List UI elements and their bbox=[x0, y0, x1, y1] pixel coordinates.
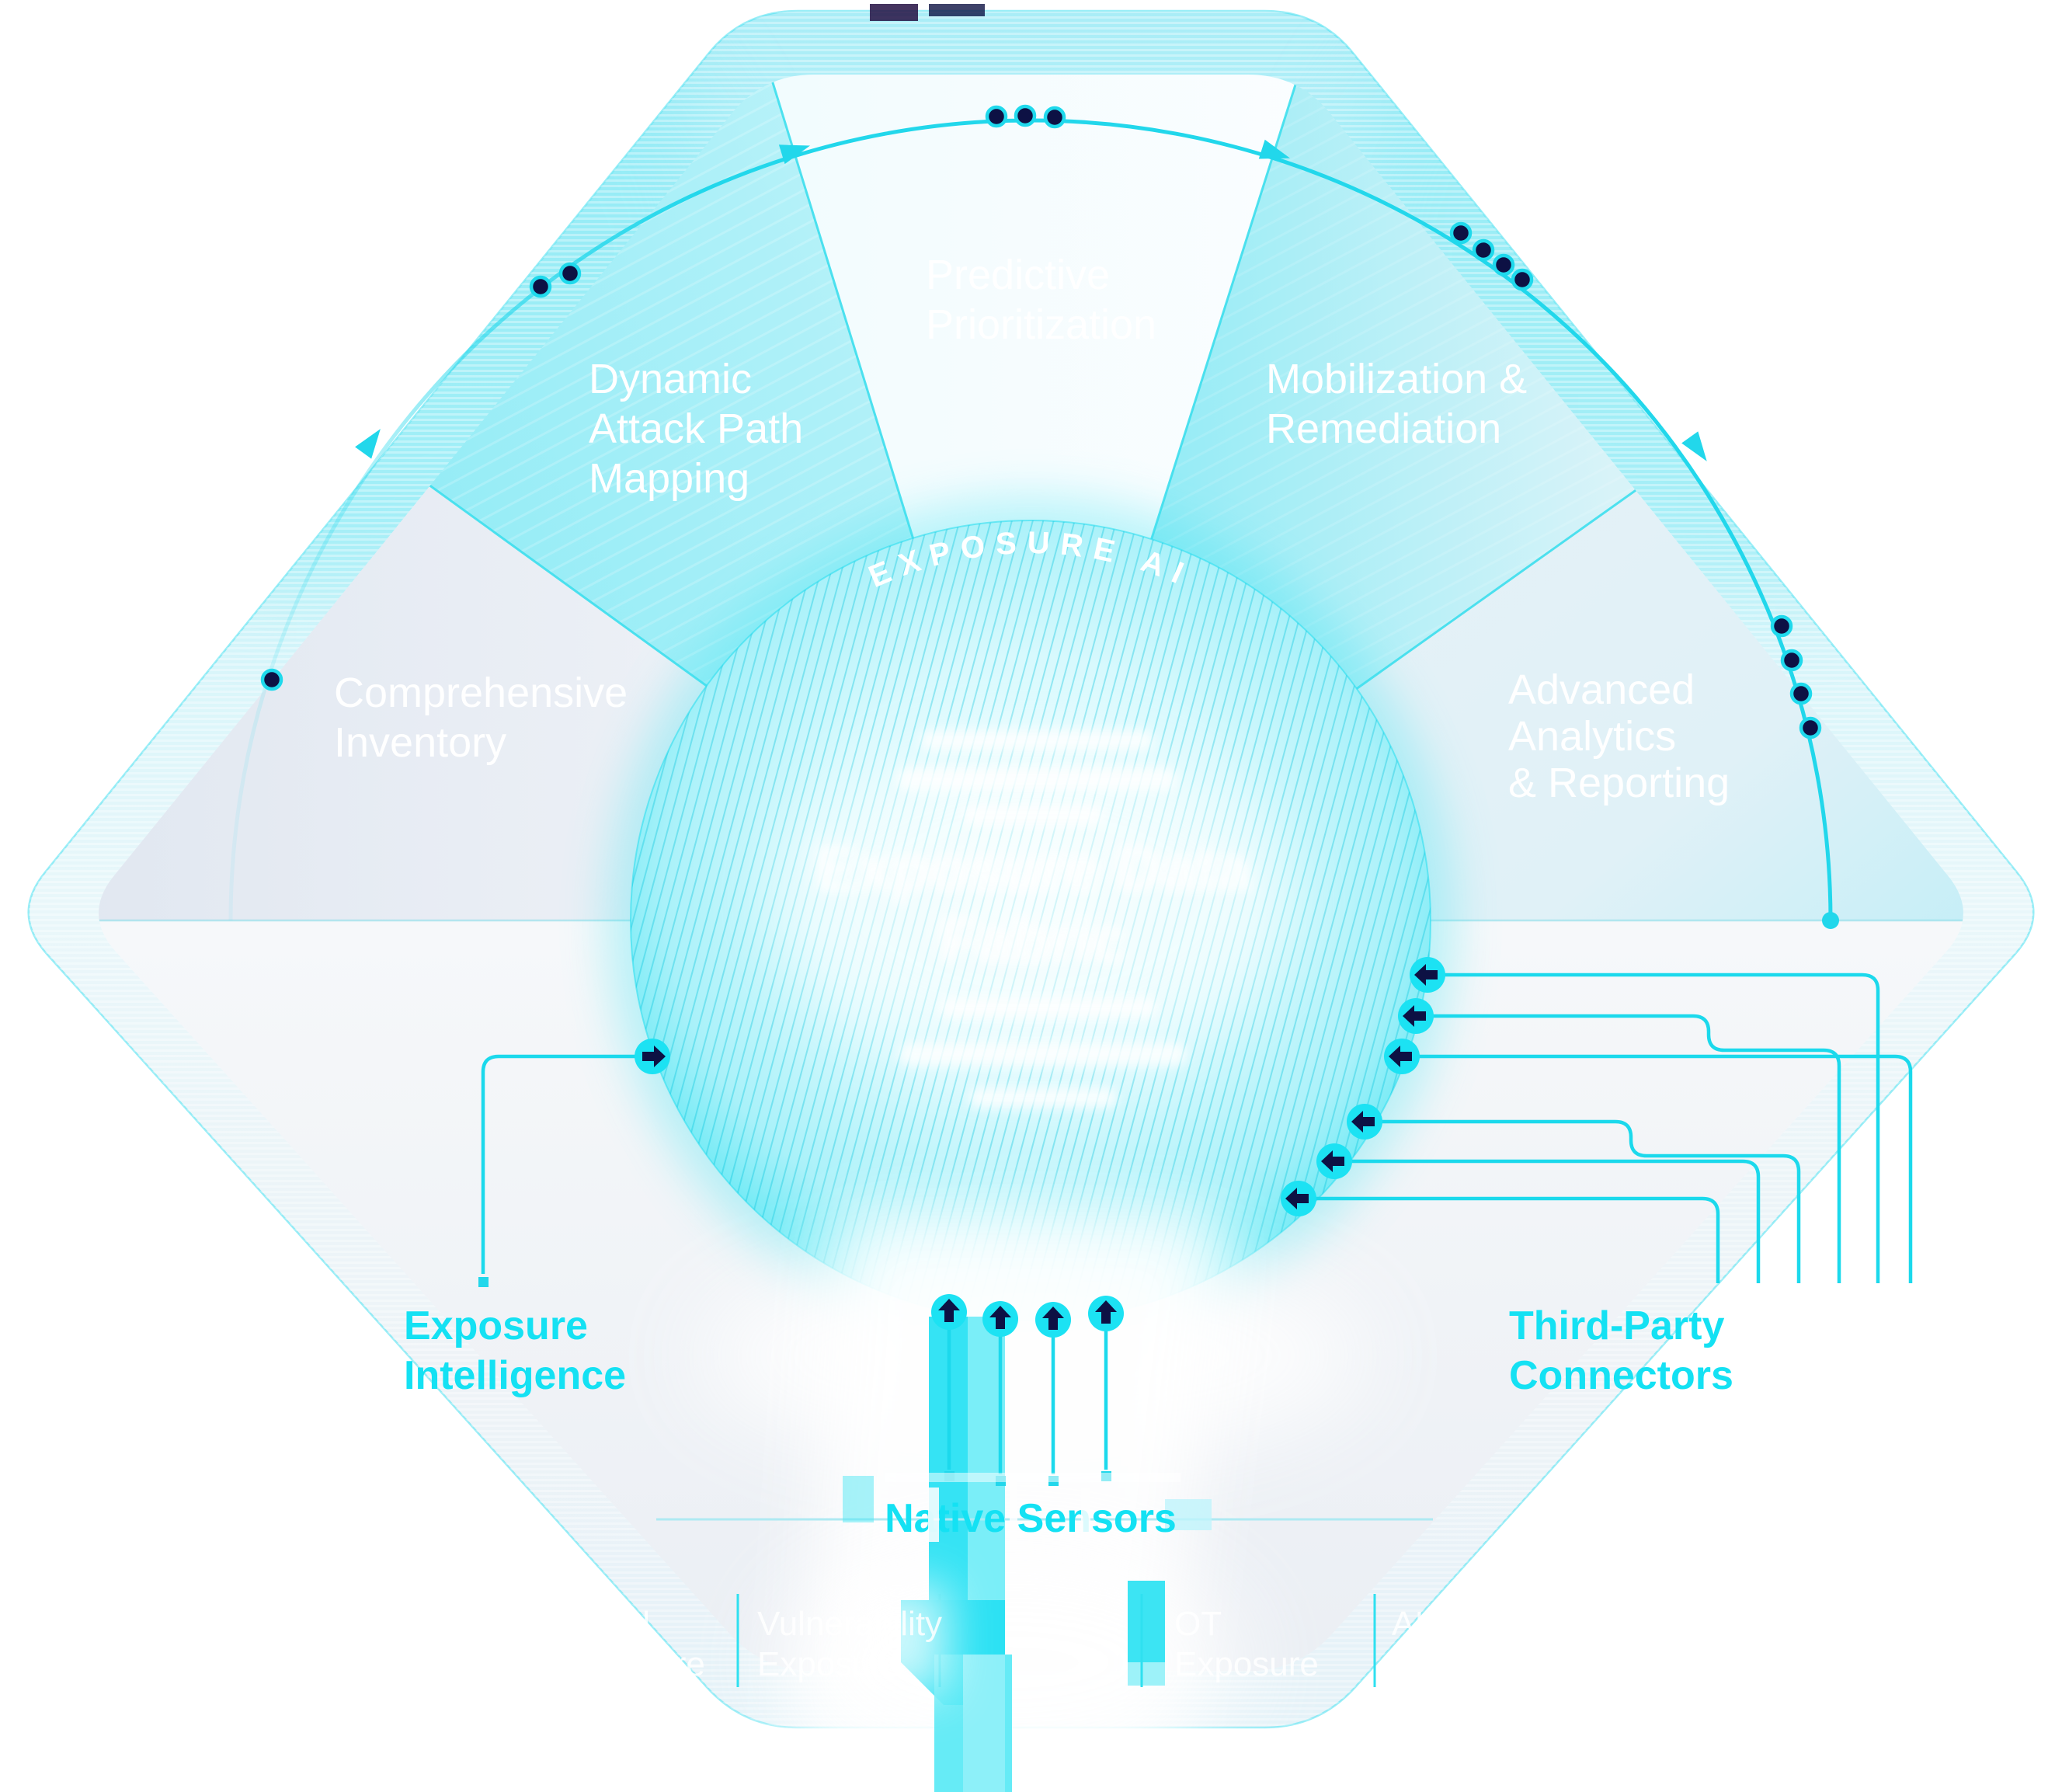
bottom-label-ai-line1: AI bbox=[1392, 1605, 1424, 1643]
arc-dot bbox=[561, 264, 579, 283]
arc-dot bbox=[531, 277, 550, 296]
arc-dot bbox=[1513, 270, 1532, 289]
arc-dot bbox=[1792, 684, 1810, 703]
arc-dot bbox=[987, 107, 1006, 126]
segment-label-line: Attack Path bbox=[589, 405, 803, 452]
arc-dots bbox=[263, 106, 1839, 929]
ghost-text-line bbox=[899, 1042, 1187, 1066]
ghost-text-line bbox=[963, 805, 1103, 825]
right-connector-line bbox=[1382, 1119, 1801, 1283]
arrow-left-node-icon bbox=[1410, 957, 1445, 993]
segment-label-line: Mapping bbox=[589, 455, 749, 502]
bottom-label-cloud-line2: Exposure bbox=[561, 1645, 705, 1683]
segment-label-line: Prioritization bbox=[926, 301, 1156, 348]
glitch-streak bbox=[928, 1488, 939, 1542]
arrow-up-node-icon bbox=[1088, 1296, 1124, 1331]
arrowhead-icon bbox=[1681, 431, 1707, 461]
glitch-noise bbox=[843, 1476, 874, 1522]
vulnerability-glow-mask bbox=[847, 1585, 948, 1693]
center-title-ghost: Exposure Data bbox=[810, 828, 1246, 897]
segment-label-line: Remediation bbox=[1266, 405, 1501, 452]
arc-end-dot bbox=[1822, 912, 1839, 929]
ghost-text-line bbox=[969, 1087, 1117, 1108]
segment-label-line: Dynamic bbox=[589, 356, 752, 402]
arc-dot bbox=[263, 670, 281, 689]
glitch-artifact-top bbox=[870, 4, 985, 21]
ghost-text-line bbox=[940, 997, 1157, 1018]
arrow-left-node-icon bbox=[1384, 1039, 1420, 1074]
arrowhead-icon bbox=[355, 429, 381, 459]
left-connector-line bbox=[481, 1054, 635, 1274]
center-title-line2: Fabric bbox=[941, 906, 1127, 975]
arrowhead-icon bbox=[778, 144, 811, 165]
arc-dot bbox=[1494, 256, 1513, 274]
bottom-label-ai-line2: Exposure bbox=[1392, 1645, 1536, 1683]
segment-wedge-predictive-prioritization bbox=[596, 74, 1476, 920]
bottom-label-ot-line2: Exposure bbox=[1174, 1645, 1319, 1683]
glitch-block bbox=[1128, 1662, 1165, 1686]
segment-labels: Comprehensive Inventory Dynamic Attack P… bbox=[334, 252, 1730, 806]
right-connector-line bbox=[1351, 1159, 1761, 1283]
glitch-noise bbox=[1165, 1499, 1212, 1530]
circle-center-highlight bbox=[777, 738, 1289, 1064]
ghost-text-lines bbox=[897, 730, 1187, 1108]
glitch-streak bbox=[1010, 1480, 1017, 1542]
glitch-artifact bbox=[870, 4, 918, 21]
arc-dot bbox=[1772, 617, 1791, 635]
segment-label-line: Inventory bbox=[334, 719, 506, 766]
right-connector-line bbox=[1445, 973, 1880, 1283]
third-party-connectors-line2: Connectors bbox=[1509, 1353, 1733, 1398]
arrow-up-node-icon bbox=[931, 1294, 967, 1330]
arc-dot bbox=[1801, 719, 1820, 737]
segment-label-line: Advanced bbox=[1508, 666, 1695, 713]
third-party-connectors-line1: Third-Party bbox=[1509, 1303, 1724, 1348]
glitch-block bbox=[1128, 1581, 1165, 1662]
segment-label-line: Predictive bbox=[926, 252, 1110, 298]
arrow-left-node-icon bbox=[1347, 1104, 1382, 1140]
flow-arc bbox=[228, 106, 1839, 929]
arrow-left-node-icon bbox=[1281, 1181, 1316, 1216]
arc-dot bbox=[1045, 108, 1064, 127]
glitch-streak bbox=[1081, 1488, 1090, 1542]
glitch-artifact bbox=[929, 4, 985, 16]
callout-labels: Exposure Intelligence Third-Party Connec… bbox=[404, 1303, 1733, 1398]
exposure-intelligence-line1: Exposure bbox=[404, 1303, 588, 1348]
arrow-left-node-icon bbox=[1316, 1143, 1352, 1179]
ghost-text-line bbox=[920, 730, 1153, 750]
exposure-intelligence-line2: Intelligence bbox=[404, 1353, 626, 1398]
bottom-label-ot-line1: OT bbox=[1174, 1605, 1222, 1643]
left-connector-endpoint bbox=[478, 1277, 489, 1287]
right-connector-line bbox=[1316, 1196, 1720, 1283]
arrow-up-node-icon bbox=[1035, 1302, 1071, 1338]
arc-dot bbox=[1452, 224, 1470, 242]
funnel-tail-light bbox=[963, 1655, 1005, 1792]
center-circle-group: EXPOSURE AI Exposure Data Fabric Exposur… bbox=[607, 497, 1454, 1344]
center-title-line1: Exposure Data bbox=[816, 834, 1252, 903]
right-connector-line bbox=[1419, 1054, 1913, 1283]
native-sensors-callout: Native Sensors bbox=[656, 1473, 1433, 1542]
segment-label-line: Analytics bbox=[1508, 713, 1676, 760]
left-connector bbox=[478, 1039, 670, 1287]
center-title-ghost: Fabric bbox=[934, 899, 1121, 969]
arc-arrowheads bbox=[355, 139, 1707, 461]
arc-dot bbox=[1782, 651, 1801, 670]
segment-label-line: Mobilization & bbox=[1266, 356, 1527, 402]
bottom-labels-row: Cloud Exposure Vulnerability Exposure OT… bbox=[561, 1585, 1536, 1693]
arrow-left-node-icon bbox=[1398, 998, 1434, 1034]
glitch-streak bbox=[885, 1473, 1181, 1482]
arrow-up-node-icon bbox=[982, 1301, 1018, 1337]
arc-dot bbox=[1474, 241, 1493, 259]
segment-label-line: Comprehensive bbox=[334, 670, 628, 716]
arrowhead-icon bbox=[1258, 139, 1290, 159]
ghost-text-line bbox=[897, 767, 1177, 791]
right-connectors bbox=[1281, 957, 1913, 1283]
arc-dot bbox=[1016, 106, 1034, 125]
segment-label-line: & Reporting bbox=[1508, 760, 1730, 806]
arrow-right-node-icon bbox=[635, 1039, 670, 1074]
bottom-label-cloud-line1: Cloud bbox=[561, 1605, 650, 1643]
